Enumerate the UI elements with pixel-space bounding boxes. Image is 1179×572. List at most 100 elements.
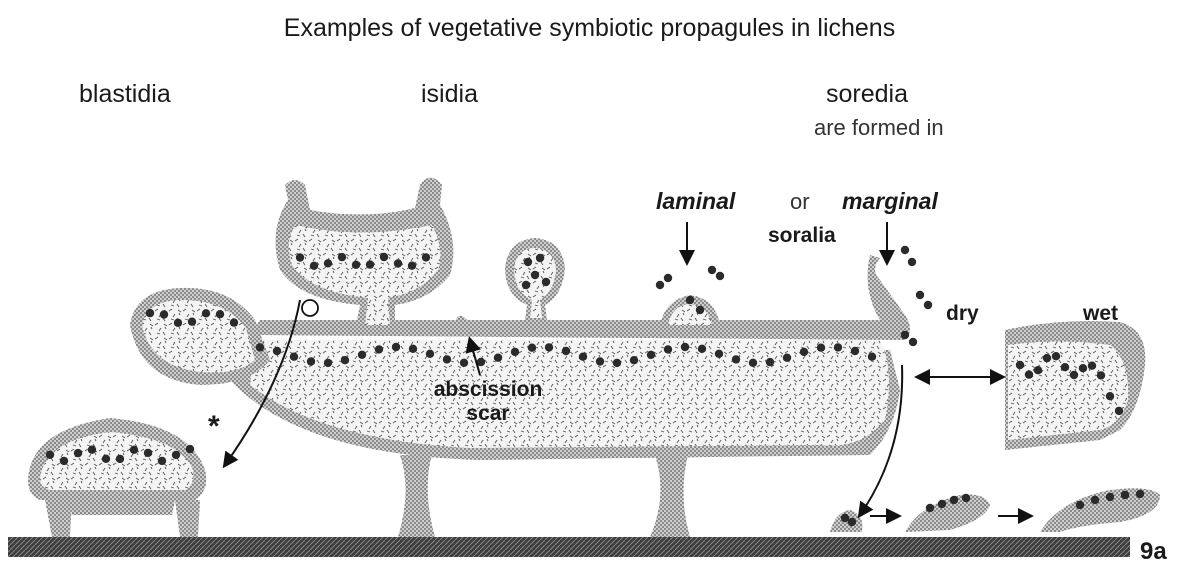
algal-cell (60, 457, 68, 465)
algal-cell (1115, 407, 1123, 415)
algal-cell (511, 348, 519, 356)
algal-cell (1061, 363, 1069, 371)
label-soredia: soredia (826, 80, 908, 109)
algal-cell (324, 359, 332, 367)
algal-cell (698, 345, 706, 353)
algal-cell (102, 455, 110, 463)
algal-cell (1106, 493, 1114, 501)
algal-cell (901, 331, 909, 339)
algal-cell (664, 345, 672, 353)
algal-cell (160, 310, 168, 318)
algal-cell (256, 343, 264, 351)
label-soredia-sub: are formed in (814, 115, 944, 141)
algal-cell (494, 354, 502, 362)
algal-cell (686, 296, 694, 304)
algal-cell (716, 272, 724, 280)
diagram-title: Examples of vegetative symbiotic propagu… (0, 14, 1179, 43)
asterisk-marker: * (208, 410, 220, 444)
algal-cell (868, 353, 876, 361)
algal-cell (938, 500, 946, 508)
algal-cell (296, 253, 304, 261)
label-soralia: soralia (768, 224, 836, 248)
label-abscission-line1: abscission (418, 378, 558, 402)
algal-cell (116, 455, 124, 463)
algal-cell (1043, 354, 1051, 362)
algal-cell (542, 278, 550, 286)
algal-cell (1034, 366, 1042, 374)
algal-cell (908, 258, 916, 266)
label-wet: wet (1083, 302, 1118, 326)
blastidium-loop (302, 300, 318, 316)
algal-cell (426, 350, 434, 358)
algal-cell (1097, 371, 1105, 379)
algal-cell (536, 254, 544, 262)
algal-cell (352, 261, 360, 269)
algal-cell (524, 258, 532, 266)
algal-cell (186, 445, 194, 453)
algal-cell (522, 281, 530, 289)
algal-cell (380, 253, 388, 261)
algal-cell (144, 449, 152, 457)
algal-cell (1070, 371, 1078, 379)
algal-cell (749, 359, 757, 367)
algal-cell (924, 301, 932, 309)
algal-cell (172, 451, 180, 459)
algal-cell (664, 274, 672, 282)
algal-cell (358, 351, 366, 359)
algal-cell (422, 253, 430, 261)
algal-cell (1079, 364, 1087, 372)
algal-cell (310, 262, 318, 270)
algal-cell (817, 344, 825, 352)
algal-cell (338, 253, 346, 261)
algal-cell (926, 504, 934, 512)
algal-cell (545, 343, 553, 351)
algal-cell (656, 281, 664, 289)
algal-cell (1136, 490, 1144, 498)
label-or: or (790, 189, 810, 215)
algal-cell (202, 309, 210, 317)
algal-cell (460, 359, 468, 367)
algal-cell (174, 319, 182, 327)
algal-cell (409, 345, 417, 353)
thallus-stalk-right (650, 455, 690, 537)
algal-cell (341, 356, 349, 364)
algal-cell (708, 266, 716, 274)
label-abscission-line2: scar (418, 402, 558, 426)
algal-cell (394, 259, 402, 267)
algal-cell (230, 318, 238, 326)
algal-cell (715, 350, 723, 358)
figure-label: 9a (1140, 538, 1167, 566)
algal-cell (1076, 501, 1084, 509)
algal-cell (1091, 496, 1099, 504)
algal-cell (528, 344, 536, 352)
algal-cell (800, 348, 808, 356)
algal-cell (562, 347, 570, 355)
algal-cell (1121, 491, 1129, 499)
algal-cell (46, 451, 54, 459)
algal-cell (732, 355, 740, 363)
algal-cell (851, 347, 859, 355)
label-blastidia: blastidia (79, 80, 171, 109)
algal-cell (901, 246, 909, 254)
algal-cell (392, 343, 400, 351)
algal-cell (916, 291, 924, 299)
algal-cell (443, 355, 451, 363)
algal-cell (962, 494, 970, 502)
algal-cell (596, 357, 604, 365)
algal-cell (375, 345, 383, 353)
algal-cell (950, 496, 958, 504)
algal-cell (613, 359, 621, 367)
algal-cell (216, 310, 224, 318)
algal-cell (188, 318, 196, 326)
algal-cell (74, 449, 82, 457)
germinating-soredium-2 (905, 494, 990, 532)
label-isidia: isidia (421, 80, 478, 109)
algal-cell (696, 306, 704, 314)
algal-cell (1025, 370, 1033, 378)
algal-cell (531, 271, 539, 279)
label-laminal: laminal (656, 188, 735, 215)
algal-cell (408, 262, 416, 270)
algal-cell (130, 446, 138, 454)
